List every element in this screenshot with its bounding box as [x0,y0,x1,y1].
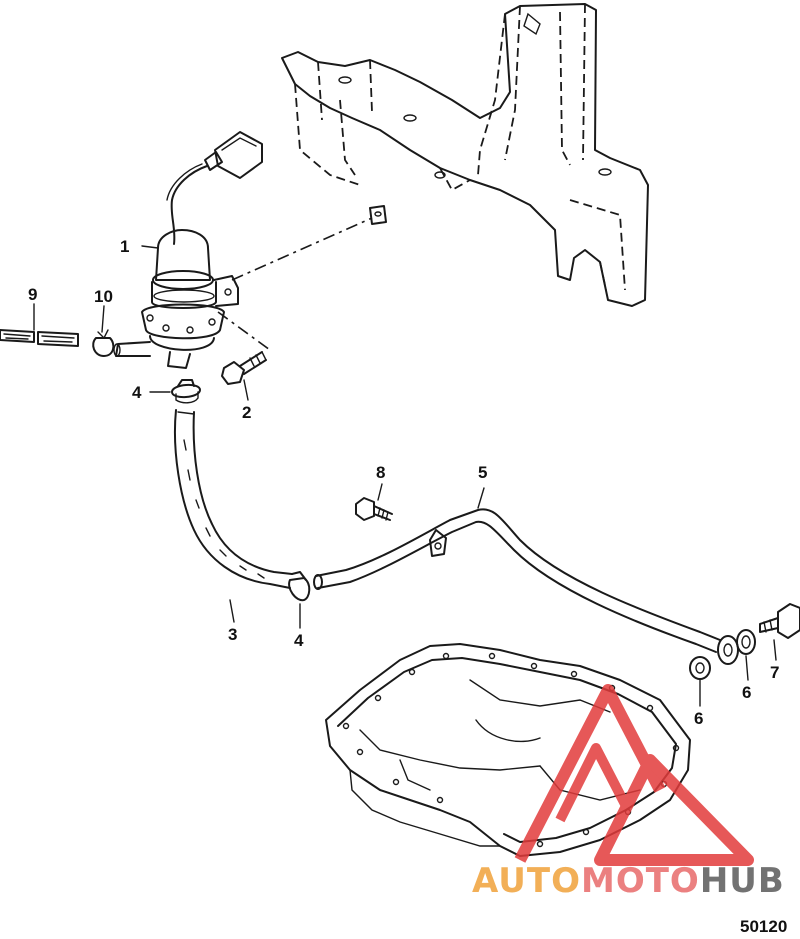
watermark-hub: HUB [700,861,785,901]
washer-6-right [736,629,756,655]
watermark-moto: MOTO [581,861,700,901]
pan-bolt-holes [342,652,680,848]
bolt-8 [355,497,393,521]
callout-4-upper: 4 [132,383,142,402]
leader-lines [33,245,777,707]
oil-pan [325,643,691,857]
figure-number: 50120 [740,917,787,936]
watermark: AUTOMOTOHUB [472,684,785,901]
callout-4-lower: 4 [294,631,304,650]
washer-6-left [689,656,711,680]
hose-9 [0,329,79,347]
alignment-line-upper [231,217,373,281]
clamp-4-upper [171,379,201,404]
banjo-bolt-7 [759,603,800,639]
callout-8: 8 [376,463,385,482]
callout-3: 3 [228,625,237,644]
callout-6-left: 6 [694,709,703,728]
alignment-line-lower [217,311,271,351]
callout-10: 10 [94,287,113,306]
callout-9: 9 [28,285,37,304]
callout-1: 1 [120,237,129,256]
clamp-10 [92,329,115,357]
hose-3 [173,409,293,589]
callout-6-right: 6 [742,683,751,702]
svg-text:AUTOMOTOHUB: AUTOMOTOHUB [472,861,785,901]
watermark-logo-triangles [514,684,754,866]
clamp-4-lower [288,571,311,602]
drain-tube-5 [313,508,739,665]
screw-2 [221,351,267,385]
callout-2: 2 [242,403,251,422]
watermark-auto: AUTO [472,861,581,901]
callout-5: 5 [478,463,487,482]
engine-bracket [281,3,649,307]
fuel-pump [113,131,263,369]
callout-7: 7 [770,663,779,682]
callouts: 1 2 3 4 4 5 6 6 7 8 9 10 [28,237,779,728]
